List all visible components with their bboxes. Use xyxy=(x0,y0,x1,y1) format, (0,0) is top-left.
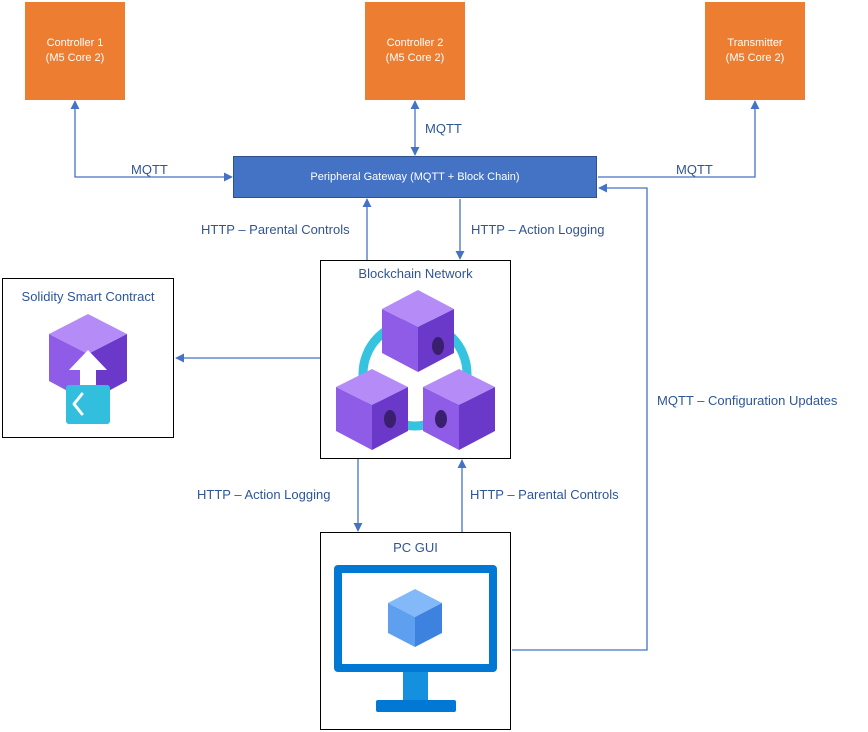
smart-contract-title: Solidity Smart Contract xyxy=(21,289,155,304)
monitor-stand xyxy=(403,672,428,702)
peripheral-gateway-node[interactable]: Peripheral Gateway (MQTT + Block Chain) xyxy=(233,156,597,198)
label-c1-mqtt: MQTT xyxy=(131,162,168,177)
controller-1-name: Controller 1 xyxy=(46,37,104,49)
pc-gui-title: PC GUI xyxy=(393,540,438,555)
label-config-updates: MQTT – Configuration Updates xyxy=(657,393,838,408)
label-pc-logging: HTTP – Action Logging xyxy=(197,487,331,502)
controller-1-model: (M5 Core 2) xyxy=(45,52,105,64)
monitor-icon xyxy=(334,565,497,712)
transmitter-model: (M5 Core 2) xyxy=(725,52,785,64)
cube-top-icon xyxy=(382,290,454,372)
controller-2-name: Controller 2 xyxy=(386,37,444,49)
transmitter-node[interactable]: Transmitter (M5 Core 2) xyxy=(705,2,805,100)
monitor-base xyxy=(376,700,456,712)
blockchain-network-node[interactable]: Blockchain Network xyxy=(320,260,511,459)
cube-right-icon xyxy=(423,369,495,450)
transmitter-name: Transmitter xyxy=(727,37,783,49)
controller-2-model: (M5 Core 2) xyxy=(385,52,445,64)
upload-arrow-icon xyxy=(69,350,107,390)
blockchain-icon xyxy=(336,290,495,450)
label-tx-mqtt: MQTT xyxy=(676,162,713,177)
label-pc-parental: HTTP – Parental Controls xyxy=(470,487,619,502)
label-gw-logging: HTTP – Action Logging xyxy=(471,222,605,237)
blockchain-network-title: Blockchain Network xyxy=(358,266,473,281)
contract-icon xyxy=(49,314,127,424)
code-badge-icon xyxy=(66,385,110,424)
controller-1-node[interactable]: Controller 1 (M5 Core 2) xyxy=(25,2,125,100)
controller-2-node[interactable]: Controller 2 (M5 Core 2) xyxy=(365,2,465,100)
edge-controller1-gateway xyxy=(70,100,233,182)
cube-left-icon xyxy=(336,369,408,450)
gateway-label: Peripheral Gateway (MQTT + Block Chain) xyxy=(310,171,520,183)
label-c2-mqtt: MQTT xyxy=(425,121,462,136)
pc-gui-node[interactable]: PC GUI xyxy=(320,532,511,730)
smart-contract-node[interactable]: Solidity Smart Contract xyxy=(2,278,174,438)
edge-transmitter-gateway xyxy=(598,100,760,178)
edge-pc-to-gateway-config xyxy=(512,183,648,651)
label-gw-parental: HTTP – Parental Controls xyxy=(201,222,350,237)
